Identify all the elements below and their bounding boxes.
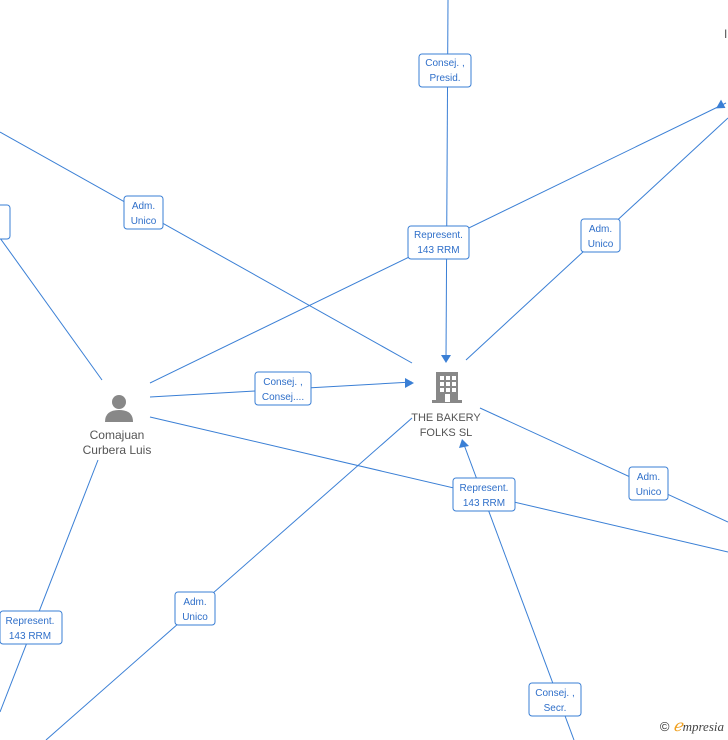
arrowhead-into-topright [716, 99, 726, 109]
person-name-line1: Comajuan [90, 428, 145, 442]
svg-text:Represent.: Represent. [460, 483, 509, 494]
svg-text:Unico: Unico [636, 487, 662, 498]
relation-label[interactable]: Consej. , Presid. [418, 53, 472, 88]
partial-node-label-top-right: I [724, 27, 727, 41]
copyright-symbol: © [659, 719, 670, 734]
svg-text:Consej. ,: Consej. , [263, 377, 302, 388]
svg-text:Unico: Unico [182, 612, 208, 623]
arrowheads [405, 99, 726, 448]
relation-label[interactable]: Represent. 143 RRM [0, 610, 63, 645]
svg-text:Consej. ,: Consej. , [535, 688, 574, 699]
svg-text:143 RRM: 143 RRM [417, 245, 459, 256]
arrowhead-into-company-bottom [459, 439, 469, 448]
arrowhead-into-company-left [405, 378, 414, 388]
company-name-line1: THE BAKERY [411, 412, 481, 424]
svg-text:Adm.: Adm. [589, 224, 612, 235]
company-name-line2: FOLKS SL [420, 427, 473, 439]
edge-person-to-right [149, 416, 728, 553]
relation-label[interactable]: Adm. Unico [628, 466, 669, 501]
brand-logo-e: ℯ [673, 718, 683, 735]
svg-text:143 RRM: 143 RRM [9, 631, 51, 642]
svg-text:Secr.: Secr. [544, 703, 567, 714]
arrowhead-into-company-top [441, 355, 451, 363]
relation-label[interactable]: Adm. Unico [580, 218, 621, 253]
building-icon [432, 372, 462, 403]
svg-text:Represent.: Represent. [6, 616, 55, 627]
relation-label[interactable]: Consej. , Consej.... [254, 371, 312, 406]
edge-left-to-company [0, 131, 413, 364]
person-name-line2: Curbera Luis [83, 443, 152, 457]
brand-name: mpresia [682, 719, 724, 734]
svg-text:Adm.: Adm. [132, 201, 155, 212]
relation-label[interactable]: Represent. 143 RRM [407, 225, 470, 260]
relation-label[interactable]: Adm. Unico [174, 591, 216, 626]
svg-text:Adm.: Adm. [637, 472, 660, 483]
partial-label-left-edge[interactable] [0, 204, 11, 240]
relation-label[interactable]: Consej. , Secr. [528, 682, 582, 717]
svg-text:Adm.: Adm. [183, 597, 206, 608]
person-node[interactable]: Comajuan Curbera Luis [83, 395, 152, 457]
person-icon [105, 395, 133, 422]
svg-text:143 RRM: 143 RRM [463, 498, 505, 509]
edge-bottom-left-to-company [45, 417, 413, 740]
relation-label[interactable]: Adm. Unico [123, 195, 164, 230]
svg-text:Consej....: Consej.... [262, 392, 304, 403]
edge-left-to-person [0, 237, 103, 381]
relation-label[interactable]: Represent. 143 RRM [452, 477, 516, 512]
brand-watermark: © ℯmpresia [660, 716, 724, 736]
svg-text:Presid.: Presid. [429, 73, 460, 84]
svg-text:Represent.: Represent. [414, 230, 463, 241]
edge-company-to-bottom-right [479, 407, 728, 523]
company-node[interactable]: THE BAKERY FOLKS SL [411, 372, 481, 439]
relation-labels: Consej. , Presid. Adm. Unico Represent. … [0, 53, 669, 717]
svg-text:Unico: Unico [588, 239, 614, 250]
svg-text:Consej. ,: Consej. , [425, 58, 464, 69]
svg-text:Unico: Unico [131, 216, 157, 227]
edge-person-to-bottom-left [0, 459, 99, 713]
